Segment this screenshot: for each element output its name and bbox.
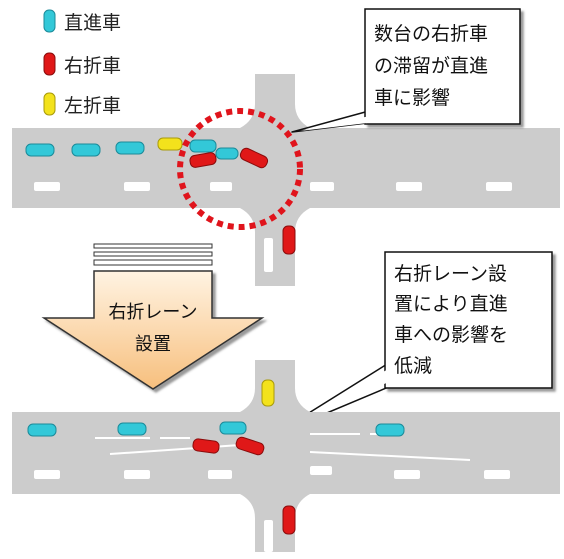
top-corner-sw bbox=[240, 208, 255, 232]
lane-mark bbox=[484, 470, 510, 479]
lane-mark bbox=[394, 470, 420, 479]
arrow-shape bbox=[41, 270, 265, 390]
bottom-main-road bbox=[12, 412, 560, 494]
bottom-cross-road-north bbox=[255, 360, 295, 414]
bottom-corner-nw bbox=[240, 388, 255, 412]
bottom-corner-se bbox=[295, 494, 310, 518]
right-turn-car bbox=[239, 147, 269, 169]
straight-car bbox=[375, 423, 405, 437]
straight-car bbox=[219, 421, 247, 435]
callout-bottom-line-3: 車への影響を bbox=[394, 324, 508, 346]
straight-car bbox=[27, 423, 57, 437]
lane-mark bbox=[208, 470, 232, 479]
legend-label-right-turn: 右折車 bbox=[64, 55, 121, 77]
legend-item-straight: 直進車 bbox=[43, 9, 121, 34]
bottom-intersection bbox=[12, 360, 560, 552]
top-cars bbox=[25, 137, 296, 255]
right-turn-car bbox=[192, 438, 220, 454]
legend-item-right-turn: 右折車 bbox=[43, 52, 121, 77]
arrow-stripe bbox=[93, 259, 213, 266]
lane-mark bbox=[396, 182, 422, 191]
callout-bottom-box bbox=[384, 251, 553, 389]
top-intersection bbox=[12, 74, 560, 286]
legend-item-left-turn: 左折車 bbox=[43, 92, 121, 117]
bottom-lane-markings bbox=[34, 466, 510, 552]
arrow-stripe bbox=[93, 251, 213, 257]
callout-bottom-line-1: 右折レーン設 bbox=[394, 263, 507, 285]
callout-top-line-3: 車に影響 bbox=[374, 87, 450, 109]
lane-mark bbox=[34, 470, 60, 479]
lane-mark bbox=[264, 520, 273, 552]
callout-top-line-1: 数台の右折車 bbox=[374, 23, 488, 45]
left-turn-car-icon bbox=[43, 92, 56, 116]
lane-divider bbox=[109, 444, 241, 455]
straight-car-icon bbox=[43, 9, 56, 33]
straight-car bbox=[25, 143, 55, 157]
top-main-road bbox=[12, 128, 560, 208]
right-turn-car-icon bbox=[43, 52, 56, 76]
arrow-label-line-1: 右折レーン bbox=[108, 302, 197, 323]
arrow-label-line-2: 設置 bbox=[135, 334, 171, 355]
lane-mark bbox=[310, 466, 332, 475]
bottom-corner-ne bbox=[295, 388, 310, 412]
lane-mark bbox=[124, 182, 150, 191]
straight-car bbox=[115, 141, 145, 155]
callout-top-box bbox=[364, 8, 521, 125]
bottom-cars bbox=[27, 379, 405, 535]
top-corner-nw bbox=[240, 104, 255, 128]
top-corner-ne bbox=[295, 104, 310, 128]
legend-label-straight: 直進車 bbox=[64, 12, 121, 34]
transition-arrow: 右折レーン 設置 bbox=[41, 243, 265, 390]
callout-bottom-line-4: 低減 bbox=[394, 355, 432, 377]
lane-mark bbox=[310, 182, 334, 191]
right-turn-car bbox=[282, 225, 296, 255]
legend-label-left-turn: 左折車 bbox=[64, 95, 121, 117]
top-lane-markings bbox=[34, 182, 512, 272]
top-corner-se bbox=[295, 208, 310, 232]
callout-bottom-line-2: 置により直進 bbox=[394, 293, 508, 315]
callout-bottom: 右折レーン設 置により直進 車への影響を 低減 bbox=[271, 251, 553, 437]
left-turn-car bbox=[261, 379, 275, 407]
right-turn-car bbox=[235, 436, 265, 456]
legend: 直進車 右折車 左折車 bbox=[43, 9, 121, 117]
lane-mark bbox=[34, 182, 60, 191]
lane-mark bbox=[264, 238, 273, 272]
left-turn-car bbox=[157, 137, 183, 151]
right-turn-car bbox=[282, 505, 296, 535]
arrow-stripe bbox=[93, 243, 213, 249]
top-cross-road-north bbox=[255, 74, 295, 130]
lane-mark bbox=[124, 470, 150, 479]
callout-top: 数台の右折車 の滞留が直進 車に影響 bbox=[291, 8, 521, 133]
callout-top-line-2: の滞留が直進 bbox=[374, 55, 488, 77]
straight-car bbox=[215, 147, 239, 160]
congestion-highlight-ring bbox=[177, 108, 303, 230]
bottom-corner-sw bbox=[240, 494, 255, 518]
straight-car bbox=[117, 422, 147, 436]
lane-divider-east bbox=[309, 451, 471, 461]
straight-car bbox=[189, 139, 217, 153]
bottom-lane-lines bbox=[95, 433, 471, 461]
lane-mark bbox=[210, 182, 232, 191]
straight-car bbox=[71, 143, 101, 157]
lane-mark bbox=[486, 182, 512, 191]
right-turn-car bbox=[189, 152, 217, 168]
